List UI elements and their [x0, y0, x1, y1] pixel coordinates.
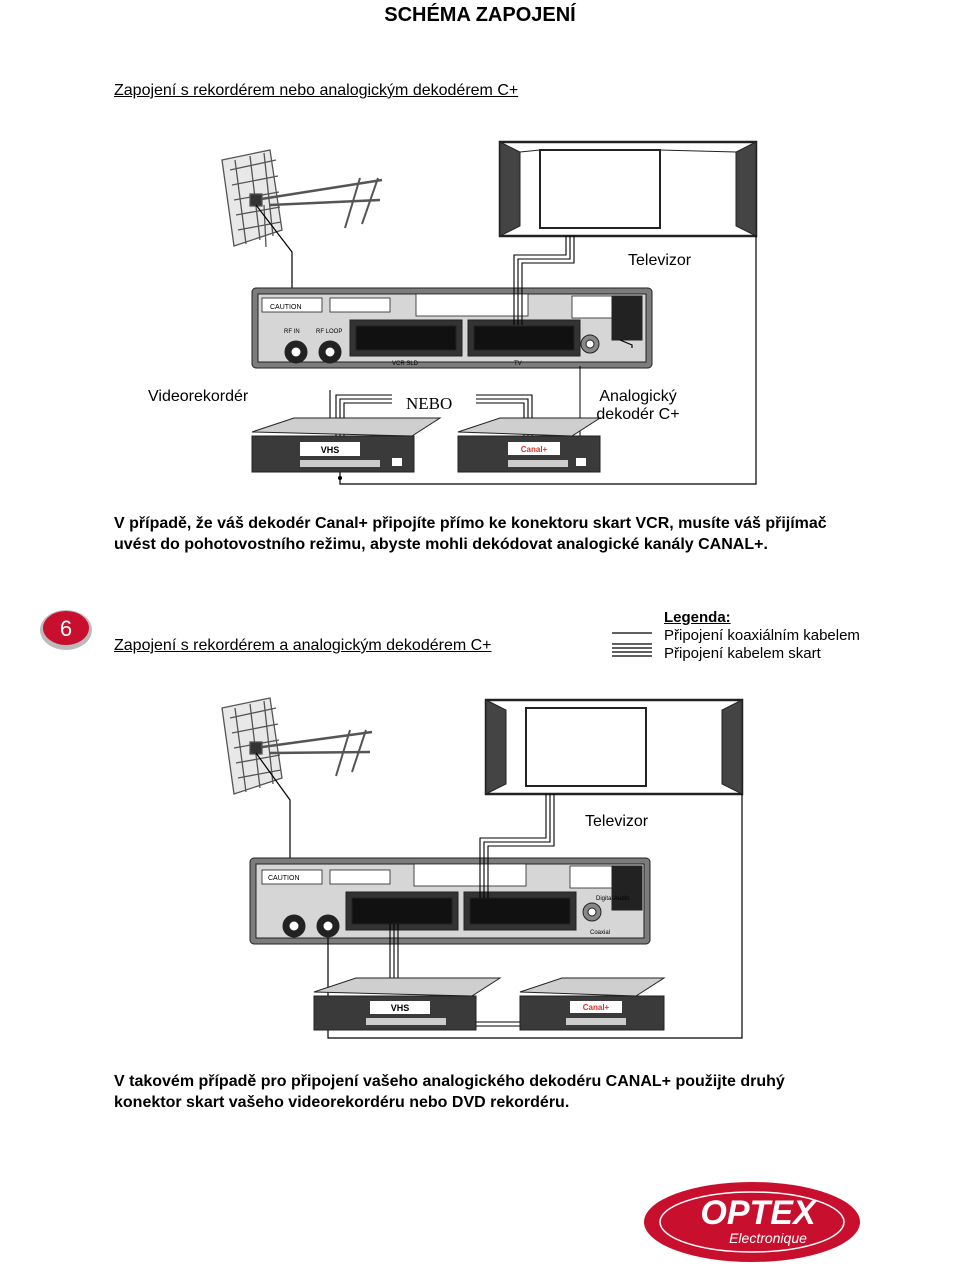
decoder-badge-2: Canal+ — [583, 1003, 610, 1012]
decoder-device-icon — [457, 417, 602, 473]
decoder-label-line1: Analogický — [599, 388, 677, 405]
antenna-icon-2 — [221, 697, 373, 795]
receiver-back-panel — [251, 287, 653, 369]
digital-audio-label: Digital Audio — [596, 896, 630, 902]
vcr-badge: VHS — [321, 445, 340, 455]
decoder-device-icon-2 — [519, 977, 666, 1031]
tv-label-2: Televizor — [585, 813, 649, 830]
scart-cable-tv — [513, 236, 575, 325]
legend-scart: Připojení kabelem skart — [664, 645, 821, 662]
legend: Legenda: Připojení koaxiálním kabelem Př… — [664, 609, 860, 663]
vcr-device-icon — [251, 417, 442, 473]
scart-vcr-label: VCR SLD — [392, 361, 419, 367]
section2-heading: Zapojení s rekordérem a analogickým deko… — [114, 637, 492, 654]
rf-loop-label: RF LOOP — [316, 329, 342, 335]
decoder-label: Analogický dekodér C+ — [590, 388, 686, 424]
antenna-icon — [221, 149, 383, 248]
brand-name: OPTEX — [700, 1194, 818, 1232]
receiver-back-panel-2 — [249, 857, 651, 945]
scart-tv-label: TV — [514, 361, 522, 367]
legend-title: Legenda: — [664, 609, 731, 626]
rf-in-label: RF IN — [284, 329, 300, 335]
vcr-device-icon-2 — [313, 977, 502, 1031]
brand-tagline: Electronique — [729, 1230, 807, 1246]
caution-label-2: CAUTION — [268, 875, 300, 882]
vcr-badge-2: VHS — [391, 1003, 410, 1013]
optex-logo-icon — [644, 1182, 860, 1262]
note-2: V takovém případě pro připojení vašeho a… — [114, 1073, 785, 1111]
legend-scart-line — [612, 643, 652, 657]
decoder-badge: Canal+ — [521, 445, 548, 454]
tv-icon — [498, 140, 758, 238]
section1-heading: Zapojení s rekordérem nebo analogickým d… — [114, 82, 519, 99]
decoder-label-line2: dekodér C+ — [596, 406, 680, 423]
scart-cable-tv-2 — [479, 794, 555, 898]
coaxial-label: Coaxial — [590, 930, 610, 936]
note-1: V případě, že váš dekodér Canal+ připojí… — [114, 515, 827, 553]
caution-label: CAUTION — [270, 304, 302, 311]
or-label: NEBO — [406, 394, 453, 413]
legend-coax: Připojení koaxiálním kabelem — [664, 627, 860, 644]
tv-icon-2 — [484, 698, 744, 796]
vcr-label: Videorekordér — [148, 388, 249, 405]
tv-label: Televizor — [628, 252, 692, 269]
page-title: SCHÉMA ZAPOJENÍ — [384, 4, 576, 26]
